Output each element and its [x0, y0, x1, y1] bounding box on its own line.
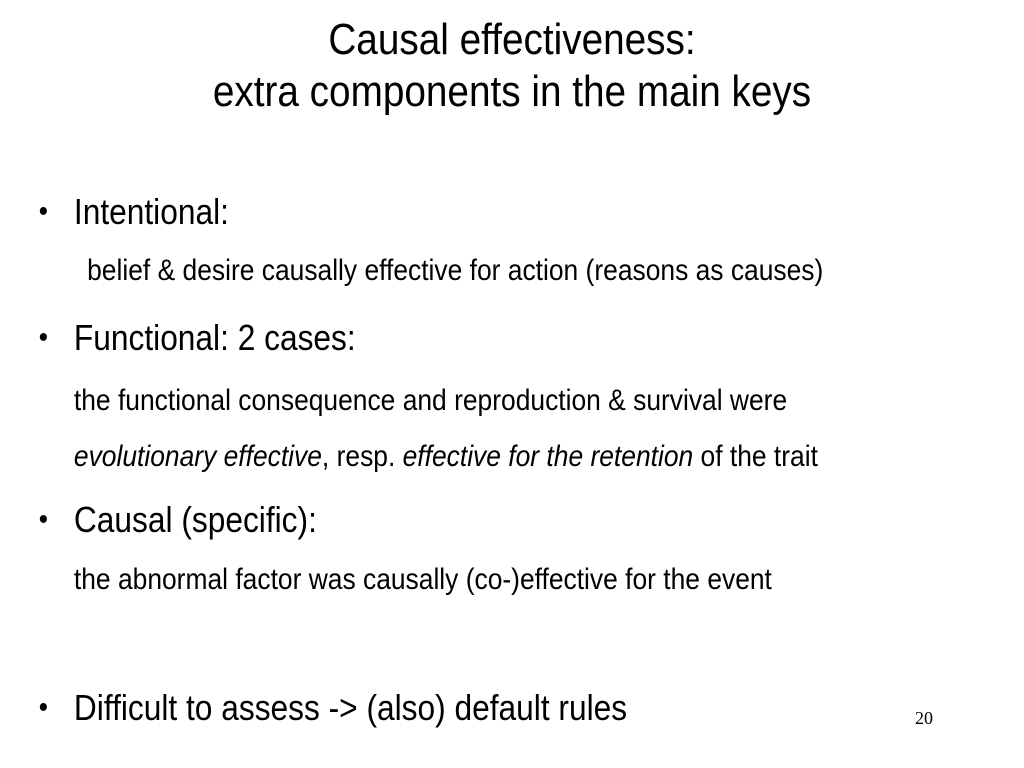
italic-evolutionary-effective: evolutionary effective [73, 440, 322, 473]
bullet-intentional: • Intentional: [39, 191, 229, 232]
bullet-marker: • [38, 691, 48, 724]
bullet-detail-functional-line-2: evolutionary effective, resp. effective … [74, 440, 818, 474]
bullet-functional: • Functional: 2 cases: [39, 317, 356, 358]
slide-body: • Intentional: belief & desire causally … [39, 191, 824, 728]
bullet-heading: Intentional: [73, 191, 229, 232]
text-resp: , resp. [321, 440, 403, 473]
page-number: 20 [915, 708, 933, 728]
text-of-the-trait: of the trait [693, 440, 818, 473]
bullet-causal: • Causal (specific): [39, 499, 317, 540]
bullet-detail-functional-line-1: the functional consequence and reproduct… [73, 384, 788, 417]
bullet-marker: • [38, 503, 48, 536]
title-line-2: extra components in the main keys [212, 67, 812, 116]
bullet-detail-intentional: belief & desire causally effective for a… [87, 254, 824, 287]
bullet-heading: Functional: 2 cases: [73, 317, 356, 358]
bullet-difficult: • Difficult to assess -> (also) default … [39, 687, 628, 728]
bullet-heading: Difficult to assess -> (also) default ru… [73, 687, 628, 728]
bullet-detail-causal: the abnormal factor was causally (co-)ef… [73, 563, 772, 596]
bullet-heading: Causal (specific): [73, 499, 317, 540]
bullet-marker: • [38, 321, 48, 354]
italic-effective-retention: effective for the retention [402, 440, 694, 473]
slide-title: Causal effectiveness: extra components i… [61, 14, 962, 118]
bullet-marker: • [38, 195, 48, 228]
title-line-1: Causal effectiveness: [328, 15, 696, 64]
